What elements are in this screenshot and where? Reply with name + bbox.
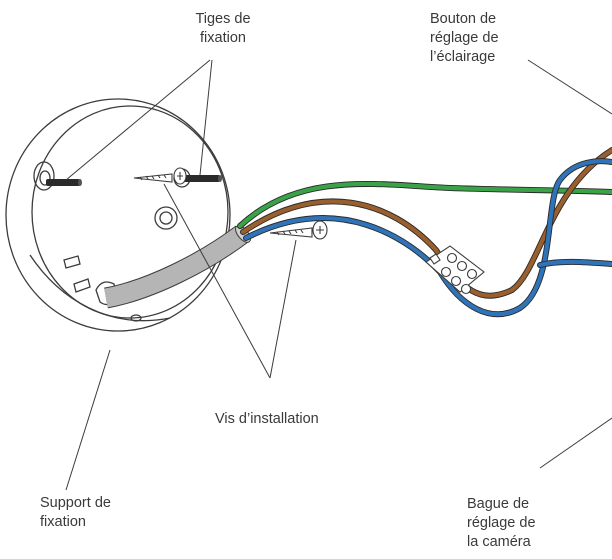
callout-support bbox=[65, 349, 111, 491]
screw-upper bbox=[133, 167, 187, 185]
label-bouton-line1: Bouton de bbox=[430, 11, 497, 27]
mounting-pin-right bbox=[184, 175, 220, 182]
callout-bouton bbox=[527, 59, 612, 115]
callout-vis-left bbox=[163, 183, 271, 379]
label-bouton-line2: réglage de bbox=[430, 30, 499, 46]
bracket-base-edge bbox=[29, 254, 171, 322]
callout-lines bbox=[65, 59, 612, 491]
label-bouton-reglage-eclairage: Bouton de réglage de l’éclairage bbox=[430, 10, 540, 67]
wires bbox=[237, 147, 612, 318]
bracket-boss-center bbox=[154, 206, 178, 230]
label-support-de-fixation: Support de fixation bbox=[40, 494, 150, 532]
label-bouton-line3: l’éclairage bbox=[430, 49, 496, 65]
callout-tiges-left bbox=[65, 59, 211, 181]
callout-vis-right bbox=[269, 239, 297, 379]
label-bague-line3: la caméra bbox=[467, 534, 531, 550]
bracket-screw-boss-left bbox=[33, 161, 55, 191]
label-vis-installation: Vis d’installation bbox=[215, 410, 385, 429]
label-tiges-line1: Tiges de bbox=[195, 11, 251, 27]
label-support-line2: fixation bbox=[40, 514, 86, 530]
callout-tiges-right bbox=[199, 59, 213, 176]
label-tiges-line2: fixation bbox=[200, 30, 246, 46]
label-support-line1: Support de bbox=[40, 495, 111, 511]
label-bague-line1: Bague de bbox=[467, 496, 530, 512]
mounting-pin-left bbox=[46, 179, 80, 186]
label-bague-line2: réglage de bbox=[467, 515, 536, 531]
terminal-connector bbox=[425, 245, 485, 295]
mounting-pins bbox=[46, 175, 222, 186]
label-tiges-de-fixation: Tiges de fixation bbox=[179, 10, 267, 48]
label-bague-reglage-camera: Bague de réglage de la caméra bbox=[467, 495, 577, 552]
bracket-clip-left bbox=[63, 255, 81, 269]
callout-bague bbox=[539, 417, 612, 469]
label-vis-line1: Vis d’installation bbox=[215, 411, 319, 427]
